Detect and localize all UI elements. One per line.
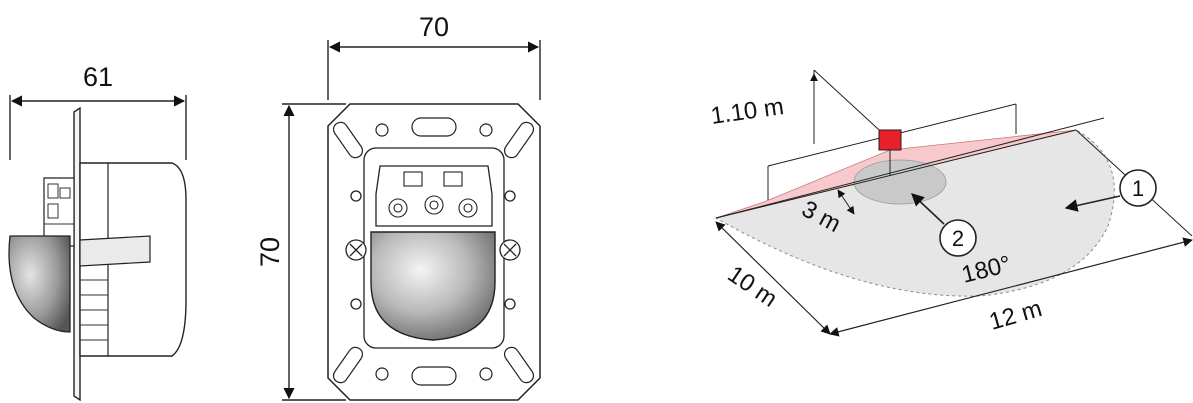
mount-height-label: 1.10 m	[709, 93, 785, 130]
inner-zone	[853, 159, 947, 205]
outer-depth-label: 10 m	[723, 261, 782, 313]
side-mounting-strap	[79, 235, 151, 267]
side-housing-ribs	[80, 279, 108, 341]
sensor-marker	[878, 129, 902, 151]
callout-2-arrow	[911, 193, 945, 225]
front-height-label: 70	[255, 237, 285, 267]
front-width-dimension	[327, 40, 541, 100]
side-width-label: 61	[83, 62, 113, 92]
callout-1-label: 1	[1132, 176, 1144, 201]
callout-2-circle	[939, 219, 977, 257]
side-front-plate	[73, 106, 81, 402]
front-width-label: 70	[419, 12, 449, 42]
callout-1-arrow	[1064, 195, 1121, 212]
front-view: 70 70	[255, 12, 541, 401]
front-height-dimension	[282, 103, 346, 401]
side-terminal-block	[43, 177, 75, 247]
side-lens-dome	[8, 235, 71, 333]
front-plate-slots	[332, 117, 535, 386]
front-fixing-screws	[345, 190, 521, 310]
side-view: 61	[8, 62, 187, 402]
side-width-dimension	[9, 95, 187, 160]
outer-depth-dimension	[715, 221, 1193, 337]
front-terminal-screws	[388, 171, 478, 218]
callout-2-label: 2	[952, 226, 964, 251]
front-lens	[370, 231, 496, 341]
callout-1-circle	[1119, 169, 1157, 207]
inner-radius-arrow	[837, 189, 855, 215]
side-terminal-details	[44, 183, 74, 225]
outer-width-label: 12 m	[986, 295, 1045, 336]
coverage-diagram: 1.10 m 3 m 10 m 12 m 180° 1 2	[709, 69, 1193, 337]
